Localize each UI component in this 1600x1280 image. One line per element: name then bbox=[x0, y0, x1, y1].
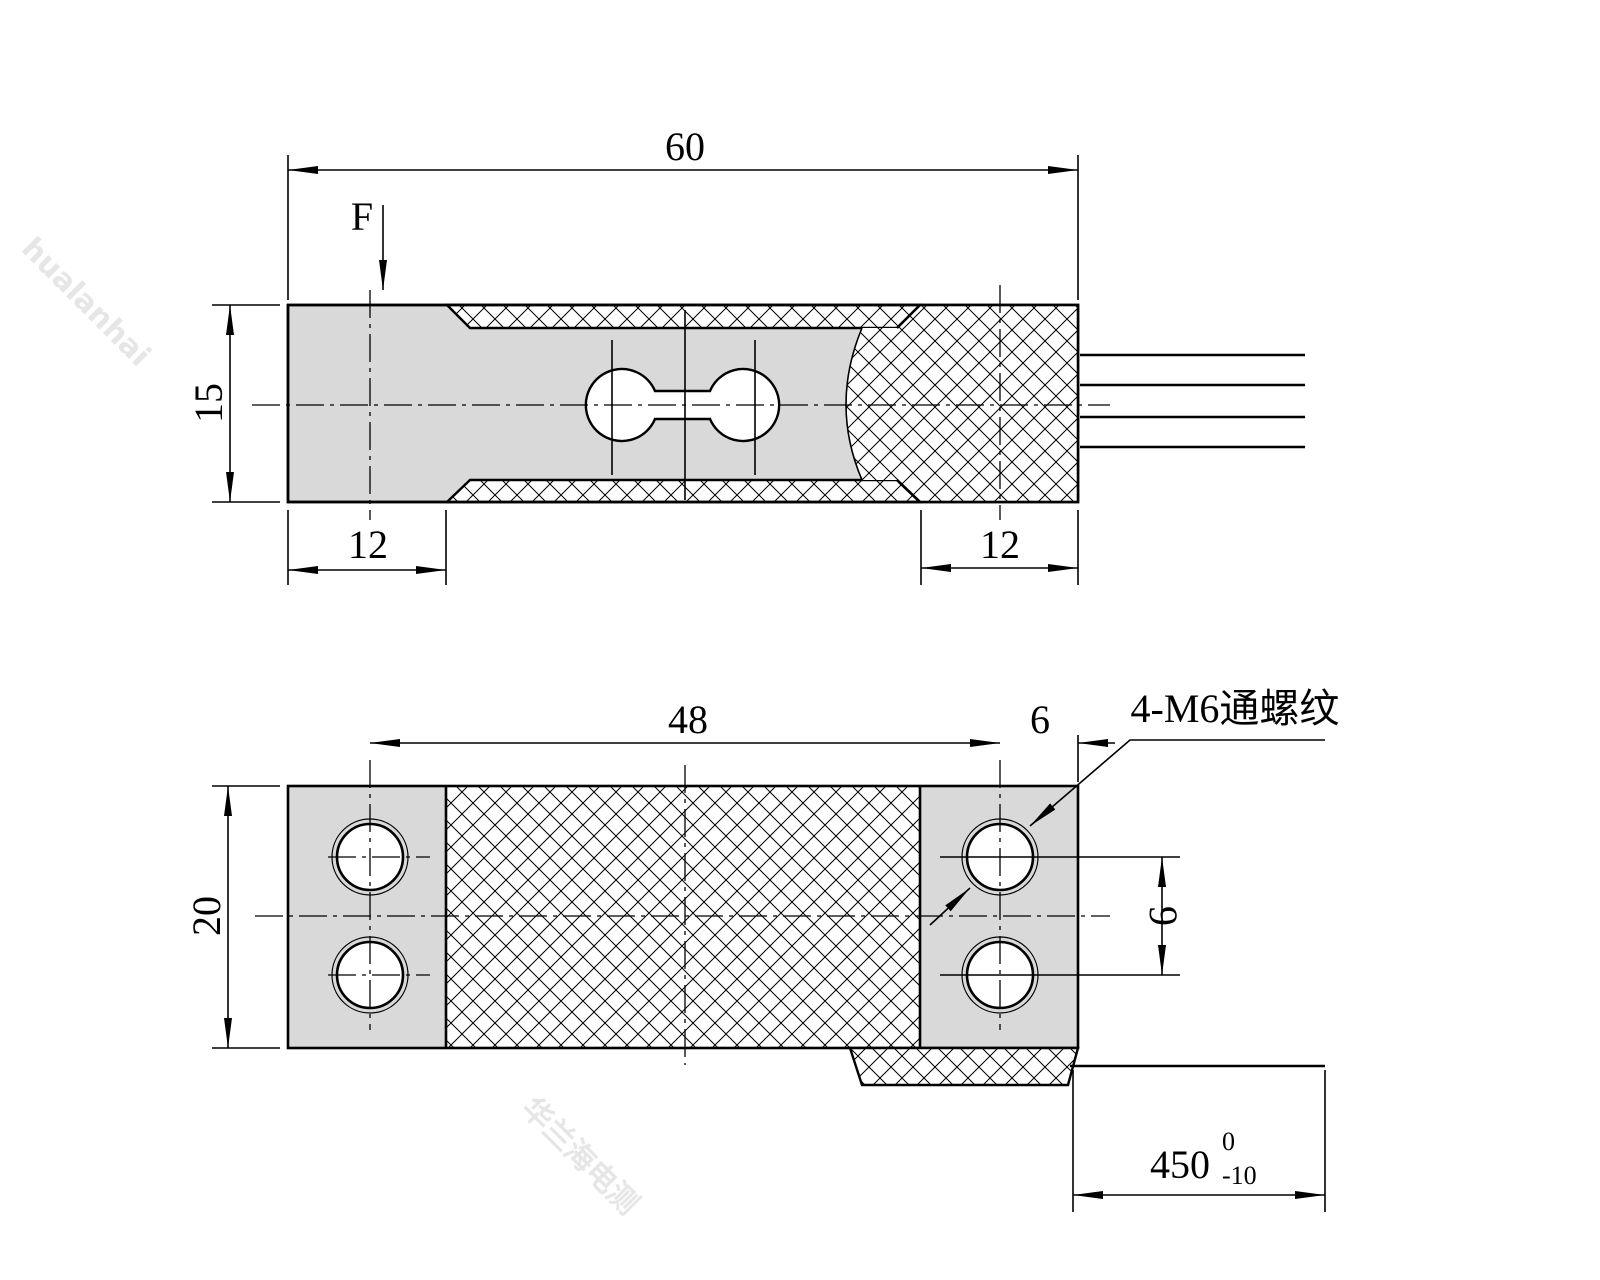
dim-width: 20 bbox=[184, 896, 229, 936]
bottom-hatch-band bbox=[444, 478, 923, 504]
thread-note: 4-M6通螺纹 bbox=[1131, 686, 1340, 731]
dim-right-block: 12 bbox=[980, 522, 1020, 567]
top-view: 60 F 15 12 12 bbox=[186, 124, 1305, 585]
bottom-view: 48 6 4-M6通螺纹 9 20 450 0 -10 bbox=[184, 686, 1339, 1212]
dim-height: 15 bbox=[186, 383, 231, 423]
dim-edge-offset: 6 bbox=[1030, 697, 1050, 742]
dim-left-block: 12 bbox=[348, 522, 388, 567]
cable-length: 450 bbox=[1150, 1142, 1210, 1187]
watermark-cn: 华兰海电测 bbox=[514, 1091, 645, 1222]
dim-hole-spacing: 48 bbox=[668, 697, 708, 742]
potting-hatch bbox=[846, 305, 1078, 502]
cable-tol-upper: 0 bbox=[1222, 1127, 1235, 1156]
dim-hole-pitch: 9 bbox=[1141, 906, 1186, 926]
watermark-brand: hualanhai bbox=[14, 231, 157, 374]
cable-tol-lower: -10 bbox=[1222, 1161, 1257, 1190]
cable-outlet bbox=[848, 1046, 1080, 1087]
wires bbox=[1080, 353, 1305, 449]
dim-length: 60 bbox=[665, 124, 705, 169]
cable-length-dim: 450 0 -10 bbox=[1150, 1127, 1257, 1190]
force-label: F bbox=[351, 194, 373, 239]
top-hatch-band bbox=[444, 303, 923, 330]
